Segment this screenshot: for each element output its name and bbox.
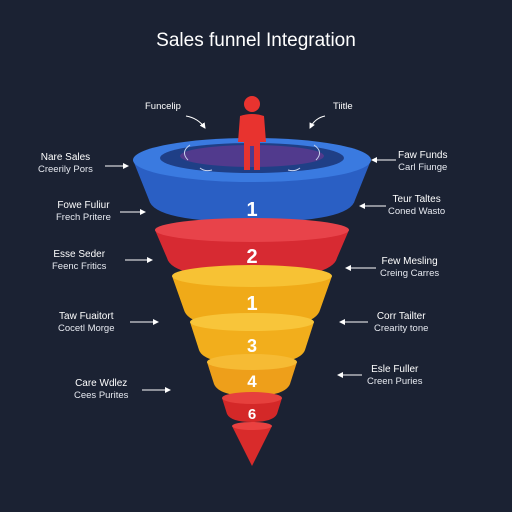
arrow-top-left xyxy=(185,115,206,129)
left-label-4-sub: Cocetl Morge xyxy=(58,323,115,334)
page-title: Sales funnel Integration xyxy=(156,30,356,51)
right-label-5: Esle Fuller Creen Puries xyxy=(367,364,422,388)
left-label-1-sub: Creerily Pors xyxy=(38,164,93,175)
funnel-stage-5 xyxy=(207,354,297,396)
right-label-5-sub: Creen Puries xyxy=(367,376,423,387)
funnel-stage-2 xyxy=(155,218,349,278)
left-label-1: Nare Sales Creerily Pors xyxy=(38,152,93,176)
left-label-4-title: Taw Fuaitort xyxy=(59,311,114,322)
left-label-3: Esse Seder Feenc Fritics xyxy=(52,249,106,273)
right-label-1-sub: Carl Fiunge xyxy=(398,162,448,173)
funnel-stage-6 xyxy=(222,392,282,422)
right-label-2: Teur Taltes Coned Wasto xyxy=(388,194,445,218)
funnel-stage-3 xyxy=(172,265,332,328)
left-label-3-title: Esse Seder xyxy=(53,249,106,260)
stage-number-3: 1 xyxy=(246,293,257,315)
right-label-2-sub: Coned Wasto xyxy=(388,206,446,217)
funnel-tip xyxy=(232,422,272,466)
right-label-5-title: Esle Fuller xyxy=(371,364,419,375)
funnel-stage-1 xyxy=(133,138,371,222)
right-label-3-title: Few Mesling xyxy=(381,256,438,267)
person-icon xyxy=(238,96,266,170)
stage-number-2: 2 xyxy=(246,246,257,268)
right-label-3-sub: Creing Carres xyxy=(380,268,440,279)
right-label-1: Faw Funds Carl Fiunge xyxy=(398,150,447,174)
right-label-4-sub: Crearity tone xyxy=(374,323,429,334)
top-label-right: Tiitle xyxy=(333,101,353,112)
top-label-left: Funcelip xyxy=(145,101,181,112)
stage-number-1: 1 xyxy=(246,199,257,221)
left-label-2-title: Fowe Fuliur xyxy=(57,200,110,211)
right-label-4-title: Corr Tailter xyxy=(376,311,426,322)
right-label-3: Few Mesling Creing Carres xyxy=(380,256,439,280)
left-label-5: Care Wdlez Cees Purites xyxy=(74,378,128,402)
stage-number-5: 4 xyxy=(247,372,257,391)
stage-number-6: 6 xyxy=(248,406,256,423)
left-label-1-title: Nare Sales xyxy=(40,152,91,163)
right-label-1-title: Faw Funds xyxy=(398,150,448,161)
right-label-4: Corr Tailter Crearity tone xyxy=(374,311,428,335)
right-label-2-title: Teur Taltes xyxy=(392,194,441,205)
left-label-5-sub: Cees Purites xyxy=(74,390,129,401)
left-label-4: Taw Fuaitort Cocetl Morge xyxy=(58,311,115,335)
left-label-3-sub: Feenc Fritics xyxy=(52,261,107,272)
left-label-2-sub: Frech Pritere xyxy=(56,212,111,223)
left-label-5-title: Care Wdlez xyxy=(75,378,128,389)
left-label-2: Fowe Fuliur Frech Pritere xyxy=(56,200,111,224)
funnel-stage-4 xyxy=(190,313,314,364)
arrow-top-right xyxy=(309,115,326,129)
stage-number-4: 3 xyxy=(247,336,257,356)
